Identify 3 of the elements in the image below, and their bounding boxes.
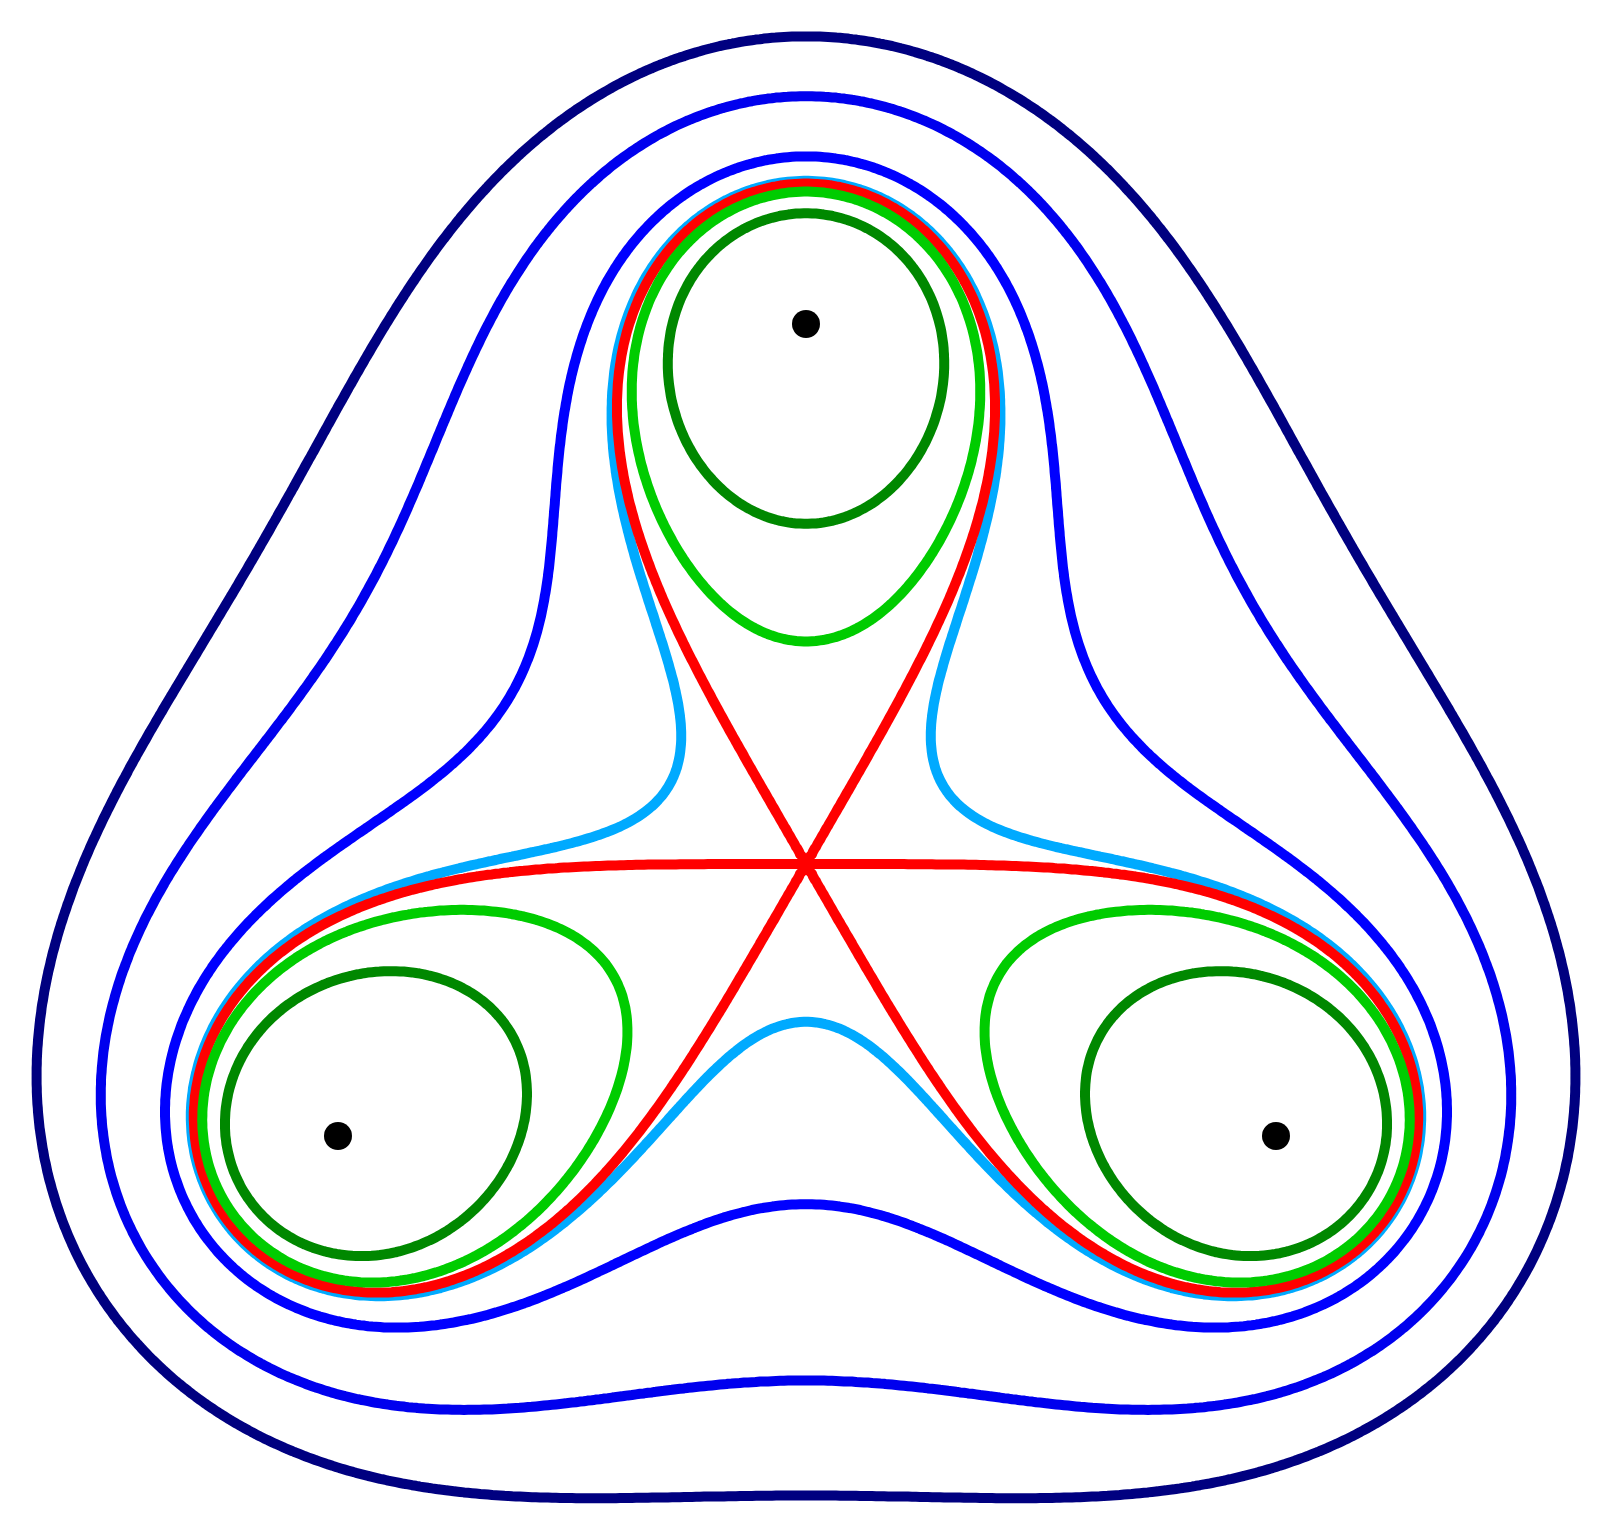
point-dot xyxy=(324,1122,352,1150)
point-dot xyxy=(792,310,820,338)
point-dot xyxy=(1262,1122,1290,1150)
